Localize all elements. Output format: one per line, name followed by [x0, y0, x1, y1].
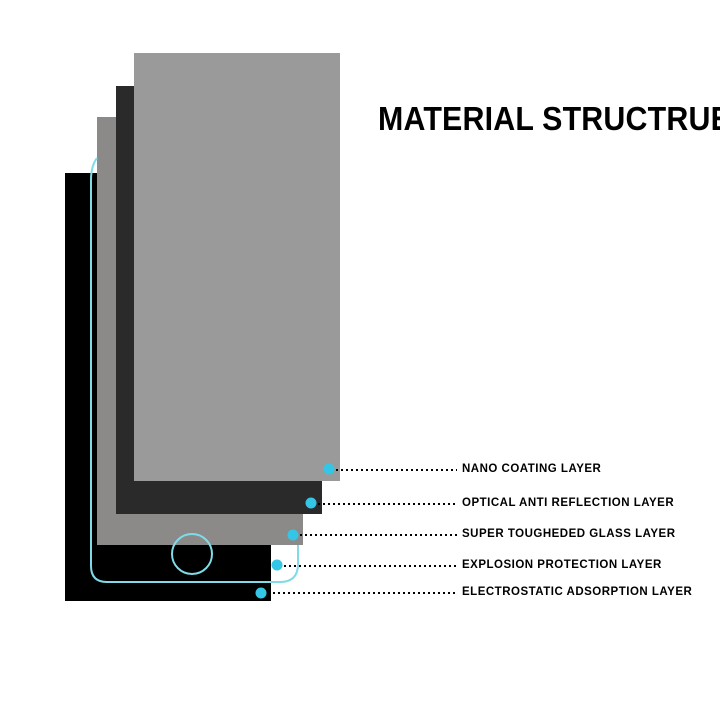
nano-coating-layer-panel [134, 53, 340, 481]
nano-coating-label: NANO COATING LAYER [462, 463, 602, 475]
explosion-protection-dot [271, 559, 283, 571]
explosion-protection-outline [90, 157, 299, 583]
optical-anti-reflection-label: OPTICAL ANTI REFLECTION LAYER [462, 497, 675, 509]
super-tougheded-glass-label: SUPER TOUGHEDED GLASS LAYER [462, 528, 676, 540]
super-tougheded-glass-dot [287, 529, 299, 541]
page-title: MATERIAL STRUCTRUE [378, 100, 720, 137]
electrostatic-adsorption-label: ELECTROSTATIC ADSORPTION LAYER [462, 586, 693, 598]
home-button-icon [171, 533, 213, 575]
electrostatic-adsorption-dot [255, 587, 267, 599]
explosion-protection-label: EXPLOSION PROTECTION LAYER [462, 559, 662, 571]
optical-anti-reflection-dot [305, 497, 317, 509]
nano-coating-dot [323, 463, 335, 475]
